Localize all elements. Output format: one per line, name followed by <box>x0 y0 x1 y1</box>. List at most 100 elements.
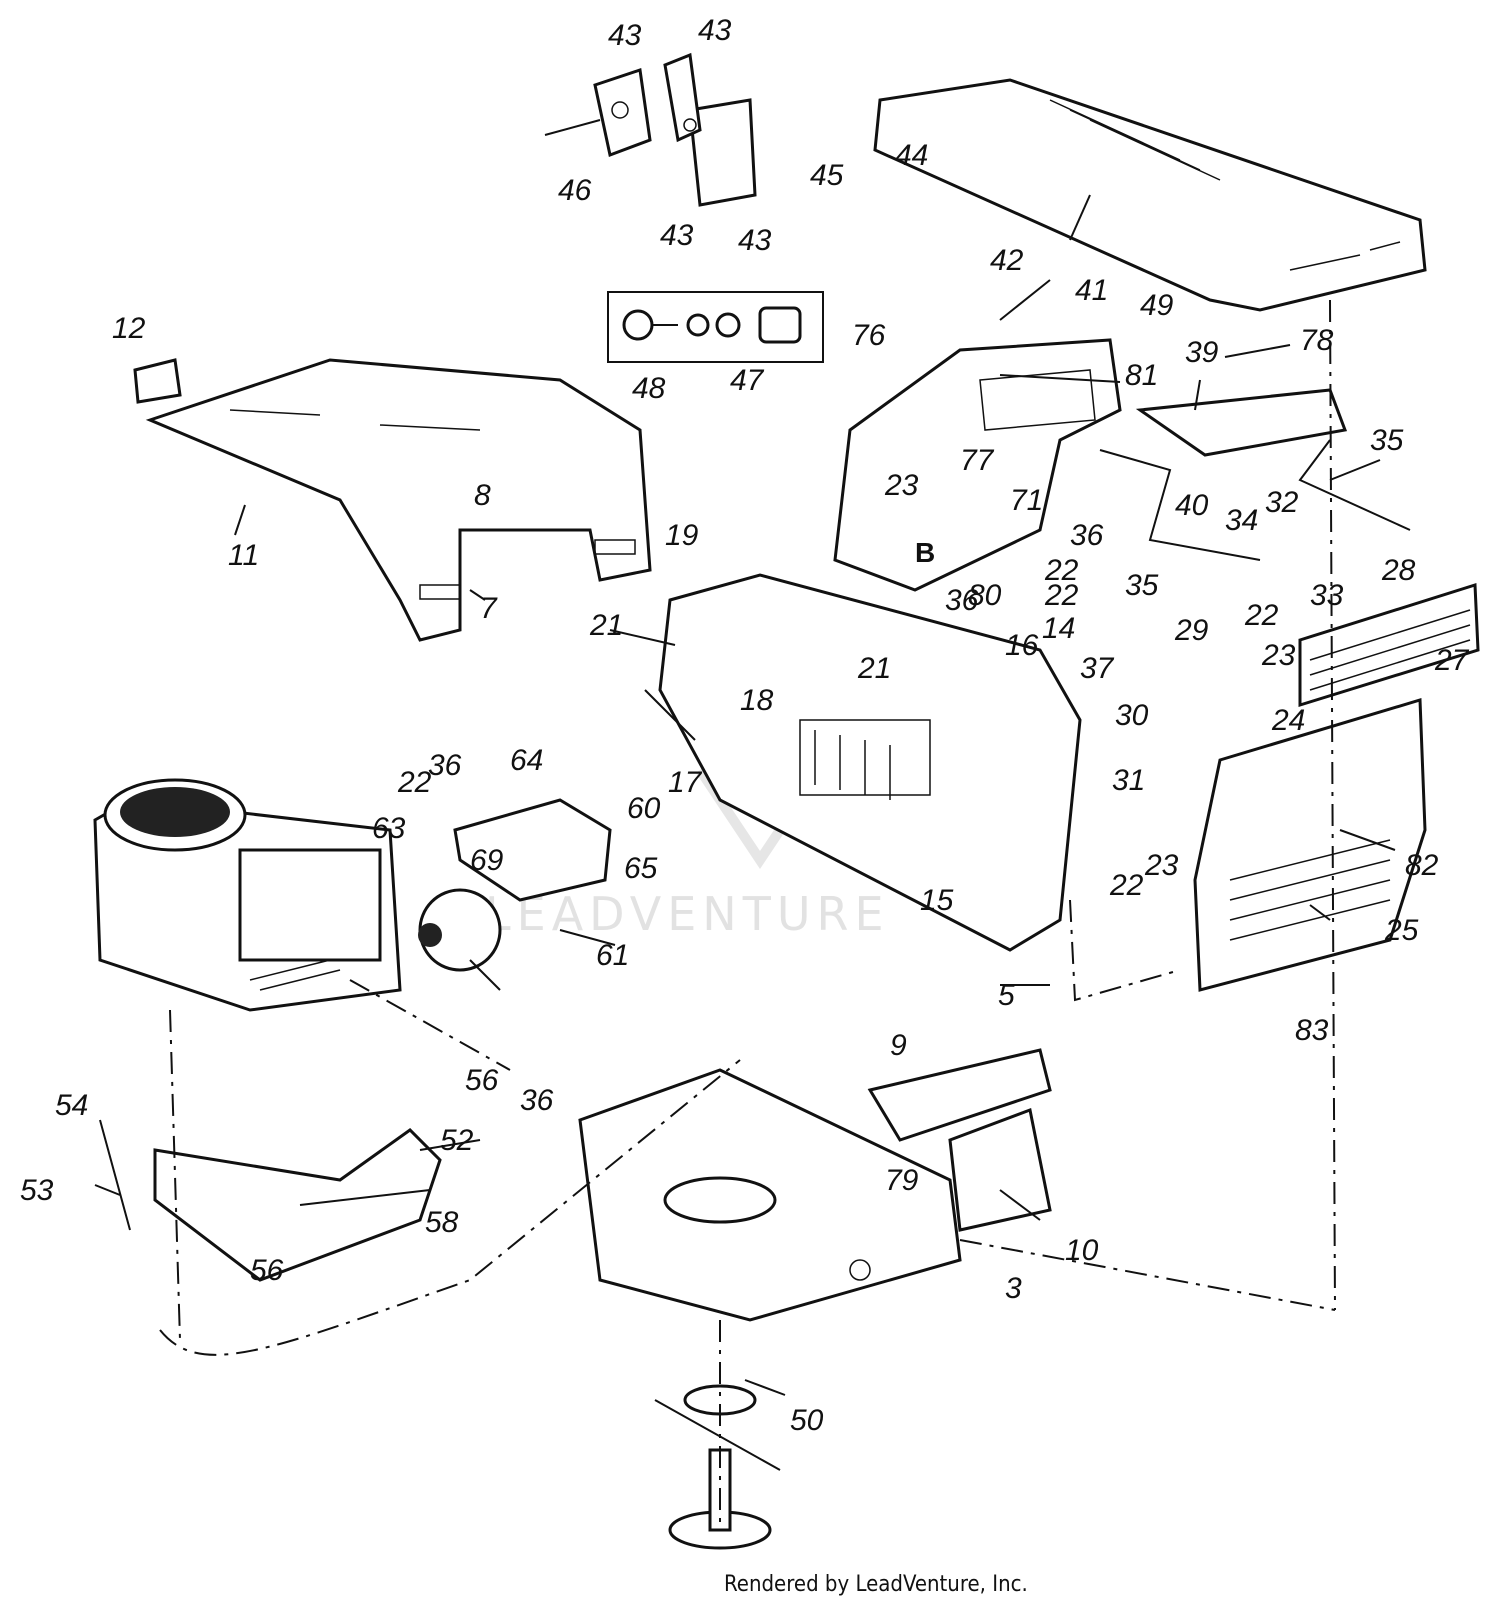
callout: 25 <box>1384 914 1419 947</box>
mounting-brackets <box>867 1048 1052 1232</box>
callout: 77 <box>960 444 995 477</box>
callout: 35 <box>1125 569 1159 602</box>
callout: 22 <box>1044 579 1079 612</box>
callout: 22 <box>1044 554 1079 587</box>
callout: 56 <box>465 1064 499 1097</box>
callout: 76 <box>852 319 886 352</box>
engine-shroud <box>153 1128 442 1282</box>
callout: 23 <box>884 469 919 502</box>
hood-support-brackets <box>1099 388 1411 561</box>
callout: 32 <box>1265 486 1299 519</box>
callout: 14 <box>1042 612 1075 645</box>
callout: 5 <box>998 979 1015 1012</box>
callout: 9 <box>890 1029 907 1062</box>
callout: 34 <box>1225 504 1258 537</box>
callout: 10 <box>1065 1234 1099 1267</box>
callout: 61 <box>596 939 629 972</box>
callout: 30 <box>1115 699 1149 732</box>
callout: 58 <box>425 1206 459 1239</box>
callout: 69 <box>470 844 504 877</box>
callout: 36 <box>428 749 462 782</box>
callout: 22 <box>397 766 432 799</box>
callout: 18 <box>740 684 774 717</box>
callout: 27 <box>1434 644 1470 677</box>
callout: 53 <box>20 1174 54 1207</box>
callout: 47 <box>730 364 765 397</box>
callout: 50 <box>790 1404 824 1437</box>
callout: 35 <box>1370 424 1404 457</box>
callout: 81 <box>1125 359 1158 392</box>
callout: 31 <box>1112 764 1145 797</box>
callout: 63 <box>372 812 406 845</box>
callout: 24 <box>1271 704 1305 737</box>
callout: 19 <box>665 519 699 552</box>
callout: 15 <box>920 884 954 917</box>
callout: 40 <box>1175 489 1209 522</box>
callout: 33 <box>1310 579 1344 612</box>
callout: 79 <box>885 1164 919 1197</box>
callout: 41 <box>1075 274 1108 307</box>
callout: 11 <box>228 539 259 572</box>
callout: 36 <box>945 584 979 617</box>
hood <box>873 78 1427 312</box>
callout: 16 <box>1005 629 1039 662</box>
ignition-switch-kit <box>607 291 824 363</box>
callout: 29 <box>1174 614 1209 647</box>
callout: 43 <box>660 219 694 252</box>
front-dash-panel <box>658 573 1082 952</box>
callout: 48 <box>632 372 666 405</box>
callout: 54 <box>55 1089 88 1122</box>
alternator <box>418 888 502 991</box>
bracket <box>453 798 612 902</box>
callout: 21 <box>589 609 623 642</box>
callout: 43 <box>738 224 772 257</box>
callout: 52 <box>440 1124 474 1157</box>
switch-plates <box>544 52 757 207</box>
callout: 22 <box>1109 869 1144 902</box>
callout: 42 <box>990 244 1024 277</box>
callout: 21 <box>857 652 891 685</box>
callout: 43 <box>698 14 732 47</box>
callout: 43 <box>608 19 642 52</box>
callout: 3 <box>1005 1272 1022 1305</box>
footer-credit: Rendered by LeadVenture, Inc. <box>724 1572 1028 1597</box>
callout: 83 <box>1295 1014 1329 1047</box>
callout: 65 <box>624 852 658 885</box>
callout: 46 <box>558 174 592 207</box>
callout: 80 <box>968 579 1002 612</box>
callout-numbers: 43 43 43 43 46 45 44 42 41 49 12 48 47 7… <box>20 14 1470 1437</box>
callout: 22 <box>1244 599 1279 632</box>
watermark-text: LEADVENTURE <box>485 887 890 941</box>
callout: 23 <box>1261 639 1296 672</box>
callout: 45 <box>810 159 844 192</box>
callout: 17 <box>668 766 703 799</box>
callout: 36 <box>1070 519 1104 552</box>
callout: 60 <box>627 792 661 825</box>
alignment-lines <box>159 299 1336 1530</box>
callout: 78 <box>1300 324 1334 357</box>
callout: 39 <box>1185 336 1219 369</box>
dash-panel <box>833 338 1122 592</box>
callout: 49 <box>1140 289 1174 322</box>
callout: 28 <box>1381 554 1416 587</box>
callout-leaders <box>94 194 1396 1396</box>
engine <box>93 778 402 1012</box>
grille-and-nose <box>1193 582 1480 992</box>
callout: 37 <box>1080 652 1115 685</box>
pulley-and-fan <box>654 1384 781 1550</box>
callout: 82 <box>1405 849 1439 882</box>
callout: 7 <box>480 592 498 625</box>
callout: 56 <box>250 1254 284 1287</box>
detail-label-b: B <box>915 537 935 568</box>
callout: 71 <box>1010 484 1043 517</box>
callout: 64 <box>510 744 543 777</box>
callout: 44 <box>895 139 928 172</box>
callout: 23 <box>1144 849 1179 882</box>
callout: 12 <box>112 312 146 345</box>
callout: 36 <box>520 1084 554 1117</box>
rear-fender <box>133 358 652 642</box>
callout: 8 <box>474 479 491 512</box>
chassis-frame <box>578 1068 962 1322</box>
